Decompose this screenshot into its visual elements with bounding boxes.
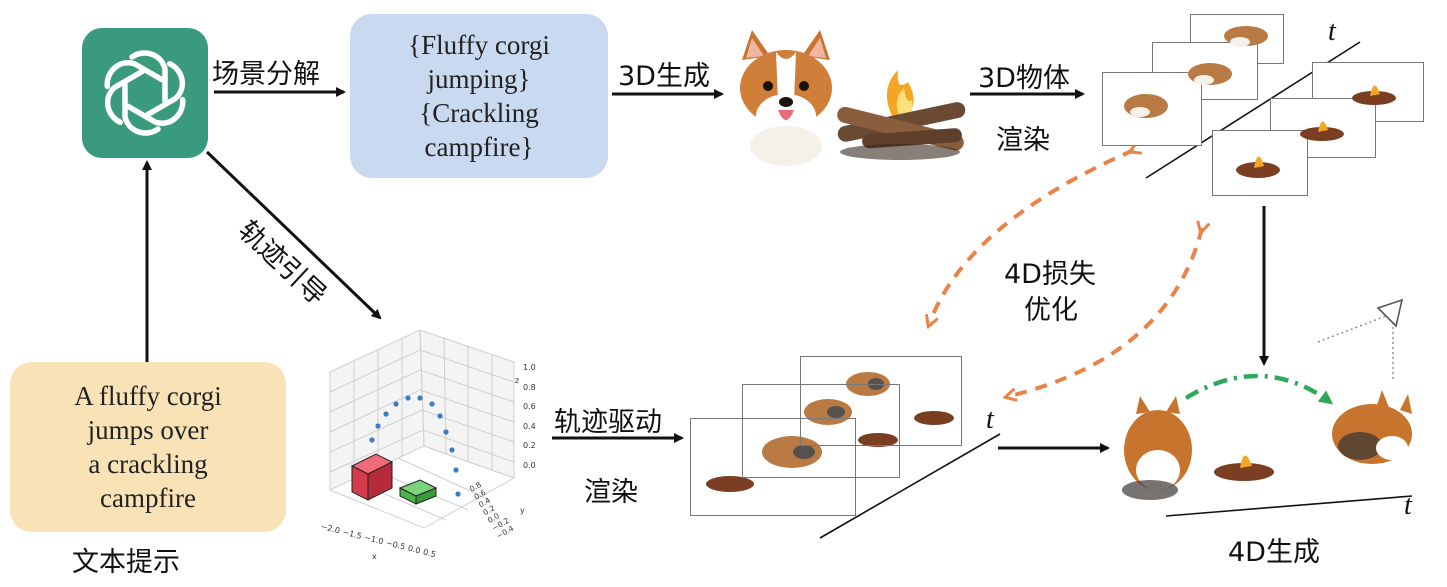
z-tick-labels: 1.0 0.8 0.6 0.4 0.2 0.0	[523, 358, 536, 475]
scene-line-4: campfire}	[424, 132, 534, 162]
label-trajectory-render-line2: 渲染	[584, 477, 638, 508]
z-tick: 0.8	[523, 382, 536, 392]
label-3d-render-line1: 3D物体	[978, 63, 1070, 94]
label-3d-render-line2: 渲染	[996, 125, 1050, 156]
label-3d-generation: 3D生成	[618, 61, 710, 92]
traj-frame-1	[690, 418, 856, 516]
openai-logo-icon	[82, 28, 208, 158]
z-tick: 0.2	[523, 441, 536, 450]
z-tick: 0.4	[523, 421, 536, 431]
z-tick: 1.0	[523, 363, 536, 372]
prompt-line-2: jumps over	[87, 415, 209, 445]
scene-line-1: {Fluffy corgi	[408, 30, 550, 60]
prompt-caption: 文本提示	[72, 547, 180, 578]
label-4d-loss-line2: 优化	[1024, 295, 1078, 326]
label-4d-generation: 4D生成	[1228, 537, 1320, 568]
scene-line-3: {Crackling	[419, 98, 539, 128]
z-tick: 0.0	[523, 460, 536, 470]
prompt-line-1: A fluffy corgi	[74, 381, 222, 411]
scene-decomposition-box: {Fluffy corgi jumping} {Crackling campfi…	[350, 14, 608, 178]
label-scene-decompose: 场景分解	[212, 59, 320, 90]
time-axis-label-frames: t	[986, 404, 994, 435]
time-axis-label-top: t	[1328, 16, 1336, 47]
z-axis-label: z	[515, 376, 520, 385]
traj-frame-2	[742, 384, 900, 478]
label-4d-loss-line1: 4D损失	[1004, 259, 1096, 290]
time-axis-label-4d: t	[1404, 490, 1412, 521]
render-frame-dog-1	[1102, 72, 1202, 146]
z-tick: 0.6	[523, 402, 536, 411]
prompt-line-3: a crackling	[88, 449, 208, 479]
traj-frame-3	[800, 356, 962, 446]
scene-line-2: jumping}	[427, 64, 531, 94]
x-axis-label: x	[372, 552, 377, 561]
label-trajectory-render-line1: 轨迹驱动	[554, 407, 662, 438]
text-prompt-box: A fluffy corgi jumps over a crackling ca…	[10, 362, 286, 532]
render-frame-fire-1	[1212, 130, 1308, 196]
y-axis-label: y	[520, 506, 525, 515]
prompt-line-4: campfire	[100, 483, 196, 513]
